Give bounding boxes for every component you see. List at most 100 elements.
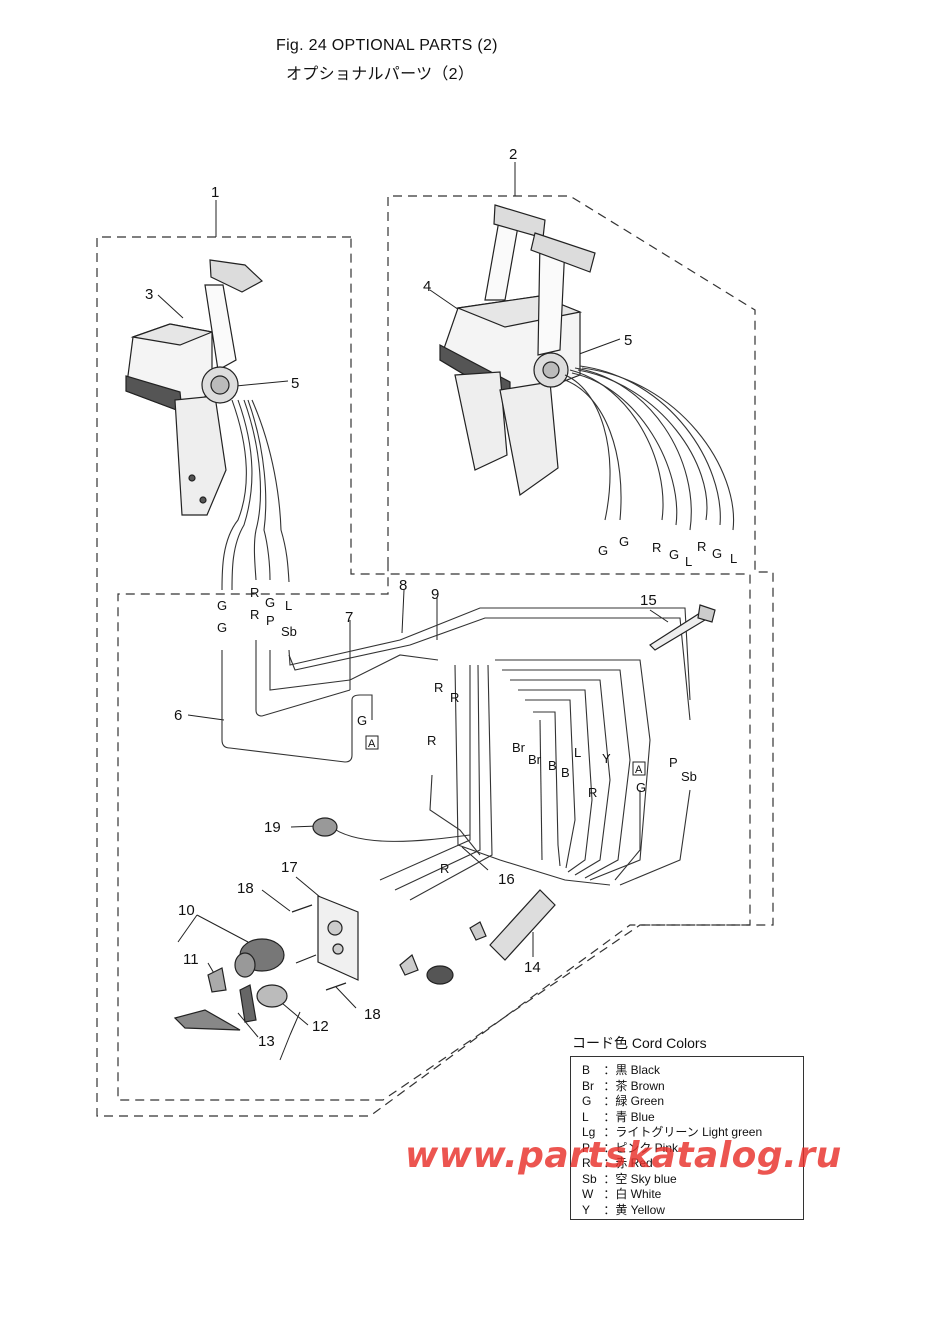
callout-2: 2: [509, 146, 517, 163]
legend-row: P ：ピンク Pink: [582, 1141, 803, 1157]
legend-code: Lg: [582, 1125, 596, 1139]
wire-label: G: [636, 780, 646, 795]
wire-label: R: [250, 585, 259, 600]
kit-boundary-1: [96, 236, 751, 1117]
callout-17: 17: [281, 859, 298, 876]
key-switch-assembly: [173, 817, 556, 1031]
legend-row: W ：白 White: [582, 1187, 803, 1203]
legend-code: R: [582, 1156, 591, 1170]
callout-numbers: 1 2 3 4 5 5 6 7 8 9 10 11 12 13 14 15 16…: [145, 146, 657, 1050]
wire-label: B: [548, 758, 557, 773]
callout-13: 13: [258, 1033, 275, 1050]
remote-control-twin: [439, 204, 596, 497]
callout-3: 3: [145, 286, 153, 303]
legend-code: Y: [582, 1202, 591, 1217]
legend-desc: ：黄 Yellow: [603, 1202, 665, 1217]
legend-desc: ：白 White: [603, 1187, 662, 1201]
ref-marker-a: A: [635, 764, 643, 776]
legend-row: Lg ：ライトグリーン Light green: [582, 1125, 803, 1141]
legend-row: G ：緑 Green: [582, 1094, 803, 1110]
wire-label: R: [652, 540, 661, 555]
wire-label: R: [588, 785, 597, 800]
legend-code: Br: [582, 1078, 594, 1093]
wire-label: G: [217, 598, 227, 613]
wire-labels-single: G G R R G P L Sb: [217, 585, 297, 639]
wire-label: Y: [602, 751, 611, 766]
legend-code: B: [582, 1063, 591, 1077]
legend-code: W: [582, 1187, 594, 1201]
legend-code: L: [582, 1109, 589, 1124]
callout-16: 16: [498, 871, 515, 888]
wire-label: Sb: [281, 624, 297, 639]
callout-12: 12: [312, 1018, 329, 1035]
wire-label: L: [730, 551, 737, 566]
callout-14: 14: [524, 959, 541, 976]
legend-desc: ：青 Blue: [603, 1109, 655, 1124]
wire-label: L: [685, 554, 692, 569]
legend-desc: ：ライトグリーン Light green: [603, 1125, 763, 1139]
leader-lines: [157, 162, 669, 1061]
callout-1: 1: [211, 184, 219, 201]
legend-title: コード色 Cord Colors: [572, 1035, 707, 1051]
wire-label: Br: [512, 740, 526, 755]
wire-label: R: [427, 733, 436, 748]
callout-8: 8: [399, 577, 407, 594]
callout-4: 4: [423, 278, 431, 295]
wire-label: R: [250, 607, 259, 622]
wire-label: R: [434, 680, 443, 695]
wires-single-remote: [221, 399, 290, 591]
callout-19: 19: [264, 819, 281, 836]
wire-label: R: [440, 861, 449, 876]
cord-color-legend: B ：黒 Black Br ：茶 Brown G ：緑 Green L ：青 B…: [570, 1056, 804, 1220]
callout-18-bottom: 18: [364, 1006, 381, 1023]
wire-label: L: [574, 745, 581, 760]
legend-row: Y ：黄 Yellow: [582, 1203, 803, 1219]
wire-label: G: [598, 543, 608, 558]
kit-boundary-2: [117, 195, 774, 1101]
callout-9: 9: [431, 586, 439, 603]
wire-label: G: [669, 547, 679, 562]
wire-label: Br: [528, 752, 542, 767]
legend-code: P: [582, 1140, 591, 1155]
legend-desc: ：赤 Red: [603, 1156, 653, 1170]
callout-15: 15: [640, 592, 657, 609]
figure-title-japanese: オプショナルパーツ（2）: [286, 66, 475, 83]
wire-label: G: [217, 620, 227, 635]
legend-code: G: [582, 1094, 592, 1108]
legend-desc: ：茶 Brown: [603, 1078, 665, 1093]
legend-row: L ：青 Blue: [582, 1110, 803, 1126]
ref-marker-a: A: [368, 738, 376, 750]
legend-row: Br ：茶 Brown: [582, 1079, 803, 1095]
callout-5-twin: 5: [624, 332, 632, 349]
wire-label: G: [265, 595, 275, 610]
callout-10: 10: [178, 902, 195, 919]
legend-row: B ：黒 Black: [582, 1063, 803, 1079]
wire-labels-twin: G G R G L R G L: [598, 534, 737, 569]
legend-row: R ：赤 Red: [582, 1156, 803, 1172]
cable-tie: [649, 604, 716, 651]
legend-desc: ：空 Sky blue: [603, 1171, 677, 1186]
callout-5-single: 5: [291, 375, 299, 392]
wire-label: B: [561, 765, 570, 780]
wire-label: Sb: [681, 769, 697, 784]
wires-twin-remote: [564, 365, 735, 531]
wire-label: G: [619, 534, 629, 549]
callout-6: 6: [174, 707, 182, 724]
callout-7: 7: [345, 609, 353, 626]
legend-desc: ：黒 Black: [603, 1063, 661, 1077]
callout-18-top: 18: [237, 880, 254, 897]
watermark: www.partskatalog.ru: [405, 1135, 842, 1176]
legend-desc: ：ピンク Pink: [603, 1140, 679, 1155]
remote-control-single: [125, 259, 264, 516]
harness-wiring: [221, 607, 691, 901]
reference-markers: A A: [365, 735, 646, 776]
wire-label: R: [450, 690, 459, 705]
wire-label: P: [669, 755, 678, 770]
wire-label: R: [697, 539, 706, 554]
legend-desc: ：緑 Green: [603, 1094, 665, 1108]
wire-label: P: [266, 613, 275, 628]
figure-title: Fig. 24 OPTIONAL PARTS (2): [276, 37, 498, 54]
wire-label: L: [285, 598, 292, 613]
callout-11: 11: [183, 951, 199, 968]
